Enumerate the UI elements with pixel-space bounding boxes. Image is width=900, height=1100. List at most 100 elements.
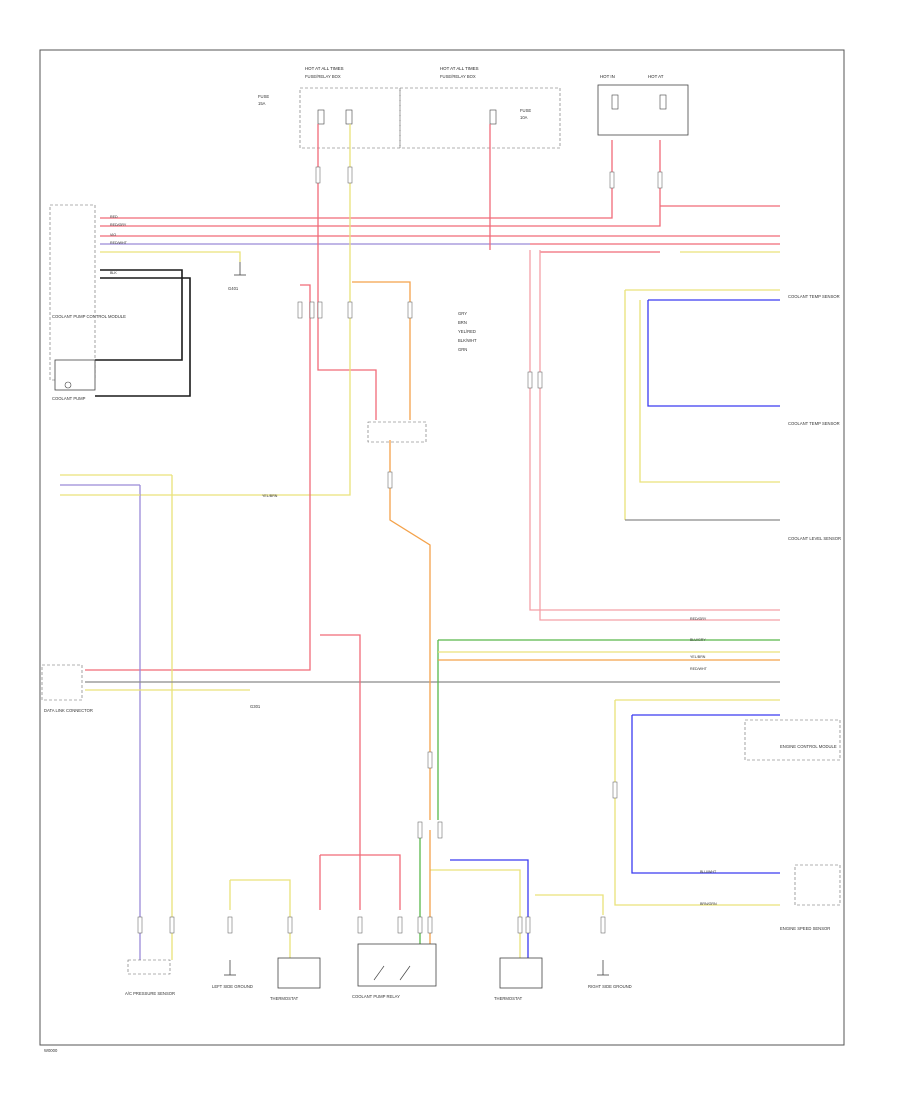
wire-yellow bbox=[430, 869, 521, 958]
coolant-temp-sensor-2: COOLANT TEMP SENSOR bbox=[788, 421, 840, 426]
connector-stub bbox=[407, 301, 413, 319]
sensor-1-label: COOLANT TEMP SENSOR bbox=[788, 294, 840, 299]
wire-label: BLU/WHT bbox=[700, 870, 717, 874]
connector-stub bbox=[287, 916, 293, 934]
motor-icon bbox=[64, 381, 72, 389]
engine-speed-sensor: ENGINE SPEED SENSOR bbox=[780, 864, 841, 931]
fuse-box-left-title: HOT AT ALL TIMES bbox=[305, 66, 344, 71]
wire-label: RED/GRY bbox=[690, 617, 707, 621]
fuse-label-b: 15A bbox=[258, 101, 266, 106]
wire-blue bbox=[647, 300, 780, 407]
connector-stub bbox=[309, 301, 315, 319]
connector-stub bbox=[537, 371, 543, 389]
wire-pink bbox=[539, 250, 780, 621]
connector-stub bbox=[525, 916, 531, 934]
top-right-fuse-box: HOT IN HOT AT bbox=[597, 74, 689, 136]
sensor-2-label: COOLANT TEMP SENSOR bbox=[788, 421, 840, 426]
engine-control-module: ENGINE CONTROL MODULE bbox=[744, 719, 841, 761]
fuse-icon bbox=[345, 109, 353, 125]
wire-blue bbox=[631, 715, 780, 874]
wire-yellow bbox=[639, 300, 780, 483]
fuse-right-b: 10A bbox=[520, 115, 528, 120]
wire-black bbox=[95, 277, 191, 397]
wire-label: RED bbox=[110, 215, 118, 219]
fuse-right-a: FUSE bbox=[520, 108, 531, 113]
connector-stub bbox=[417, 916, 423, 934]
legend-item: BLK/WHT bbox=[458, 338, 477, 343]
connector-stub bbox=[609, 171, 615, 189]
wire-yellow bbox=[140, 124, 351, 496]
wire-red bbox=[320, 634, 361, 910]
engine-speed-label: ENGINE SPEED SENSOR bbox=[780, 926, 830, 931]
wire-red bbox=[85, 284, 311, 671]
bottom-6-label: RIGHT SIDE GROUND bbox=[588, 984, 632, 989]
bottom-2-label: LEFT SIDE GROUND bbox=[212, 984, 253, 989]
wire-red bbox=[100, 140, 613, 219]
connector-stub bbox=[657, 171, 663, 189]
wire-blue bbox=[450, 859, 529, 958]
wire-label: YEL/BRN bbox=[262, 494, 278, 498]
connector-stub bbox=[347, 166, 353, 184]
wire-red bbox=[320, 854, 401, 910]
connector-stub bbox=[437, 821, 443, 839]
wire-orange bbox=[389, 440, 431, 820]
bottom-thermostat-2: THERMOSTAT bbox=[494, 957, 543, 1001]
legend-item: BRN bbox=[458, 320, 467, 325]
bottom-1-label: A/C PRESSURE SENSOR bbox=[125, 991, 175, 996]
coolant-pump-box bbox=[54, 359, 96, 391]
wire-label: RED/WHT bbox=[110, 241, 128, 245]
bottom-right-ground: RIGHT SIDE GROUND bbox=[588, 960, 632, 989]
bottom-4-label: COOLANT PUMP RELAY bbox=[352, 994, 400, 999]
wire-label: VIO bbox=[110, 233, 116, 237]
wire-orange bbox=[352, 281, 411, 420]
fuse-label-a: FUSE bbox=[258, 94, 269, 99]
left-connector: DATA LINK CONNECTOR bbox=[41, 664, 93, 713]
wire-red bbox=[490, 140, 661, 227]
diagram-frame bbox=[39, 49, 845, 1046]
fuse-box-left-sub: FUSE/RELAY BOX bbox=[305, 74, 341, 79]
wire-black bbox=[95, 269, 183, 361]
wire-yellow bbox=[535, 894, 604, 915]
connector-stub bbox=[137, 916, 143, 934]
bottom-ac-pressure: A/C PRESSURE SENSOR bbox=[125, 959, 175, 996]
fuse-box-right-sub: FUSE/RELAY BOX bbox=[440, 74, 476, 79]
wire-group bbox=[60, 124, 780, 960]
coolant-pump-label: COOLANT PUMP bbox=[52, 396, 86, 401]
fuse-icon bbox=[659, 94, 667, 110]
wire-labels: RED RED/GRY VIO RED/WHT BLK YEL/BRN RED/… bbox=[110, 215, 717, 906]
connector-stub bbox=[227, 916, 233, 934]
wire-yellow bbox=[230, 879, 291, 958]
connector-stub bbox=[427, 751, 433, 769]
connector-stub bbox=[527, 371, 533, 389]
legend-item: YEL/RED bbox=[458, 329, 476, 334]
ground-top-label: G401 bbox=[228, 286, 239, 291]
left-connector-label: DATA LINK CONNECTOR bbox=[44, 708, 93, 713]
ground-top: G401 bbox=[228, 262, 246, 291]
connector-stub bbox=[417, 821, 423, 839]
wire-label: RED/WHT bbox=[690, 667, 708, 671]
top-right-box-title-a: HOT IN bbox=[600, 74, 615, 79]
wire-label: BRN/GRN bbox=[700, 902, 717, 906]
bottom-coolant-relay: COOLANT PUMP RELAY bbox=[352, 943, 437, 999]
footer-code: W0000 bbox=[44, 1048, 58, 1053]
bottom-left-ground: LEFT SIDE GROUND bbox=[212, 960, 253, 989]
bottom-thermostat-1: THERMOSTAT bbox=[270, 957, 321, 1001]
legend-item: GRN bbox=[458, 347, 467, 352]
wire-label: RED/GRY bbox=[110, 223, 127, 227]
wire-pink bbox=[529, 250, 780, 611]
wire-label: BLK bbox=[110, 271, 117, 275]
fuse-icon bbox=[489, 109, 497, 125]
connector-stub bbox=[600, 916, 606, 934]
connector-stub bbox=[347, 301, 353, 319]
bottom-3-label: THERMOSTAT bbox=[270, 996, 299, 1001]
fuse-icon bbox=[317, 109, 325, 125]
coolant-level-sensor: COOLANT LEVEL SENSOR bbox=[788, 536, 841, 541]
fuse-icon bbox=[611, 94, 619, 110]
ground-left: G301 bbox=[250, 704, 261, 709]
ground-left-label: G301 bbox=[250, 704, 261, 709]
coolant-control-unit: COOLANT PUMP CONTROL MODULE COOLANT PUMP bbox=[49, 204, 126, 401]
mid-relay-box bbox=[367, 421, 427, 443]
fuse-box-right-title: HOT AT ALL TIMES bbox=[440, 66, 479, 71]
